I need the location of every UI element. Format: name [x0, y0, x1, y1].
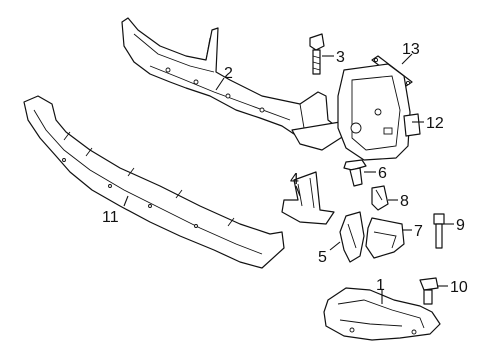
leader-2: [215, 77, 225, 91]
callout-5: 5: [318, 249, 327, 266]
part-6-screw: [343, 159, 367, 187]
part-11-absorber: [23, 95, 285, 269]
leader-5: [329, 241, 341, 251]
callout-8: 8: [400, 193, 409, 210]
leader-lines: [123, 53, 454, 304]
callout-3: 3: [336, 49, 345, 66]
part-10-screw: [419, 277, 439, 305]
callout-numbers: 2 3 13 12 4 6 8 7 9 5 10 1 11: [102, 41, 468, 296]
part-5-bracket: [339, 211, 365, 263]
leader-11: [123, 195, 129, 207]
callout-7: 7: [414, 223, 423, 240]
callout-1: 1: [376, 277, 385, 294]
callout-9: 9: [456, 217, 465, 234]
part-3-bolt: [309, 33, 325, 75]
callout-11: 11: [102, 209, 119, 226]
callout-4: 4: [290, 171, 299, 188]
part-8-clip: [371, 185, 389, 211]
callout-6: 6: [378, 165, 387, 182]
callout-10: 10: [450, 279, 468, 296]
leader-4: [295, 185, 301, 197]
callout-2: 2: [224, 65, 233, 82]
callout-12: 12: [426, 115, 444, 132]
part-9-bolt: [433, 213, 445, 249]
part-12-side-bracket: [337, 63, 421, 161]
callout-13: 13: [402, 41, 420, 58]
part-7-bracket: [365, 217, 405, 259]
part-4-bracket: [281, 171, 335, 225]
part-2-upper-reinforcement: [121, 17, 351, 151]
part-1-lower-bracket: [323, 287, 441, 341]
leader-13: [401, 53, 413, 65]
